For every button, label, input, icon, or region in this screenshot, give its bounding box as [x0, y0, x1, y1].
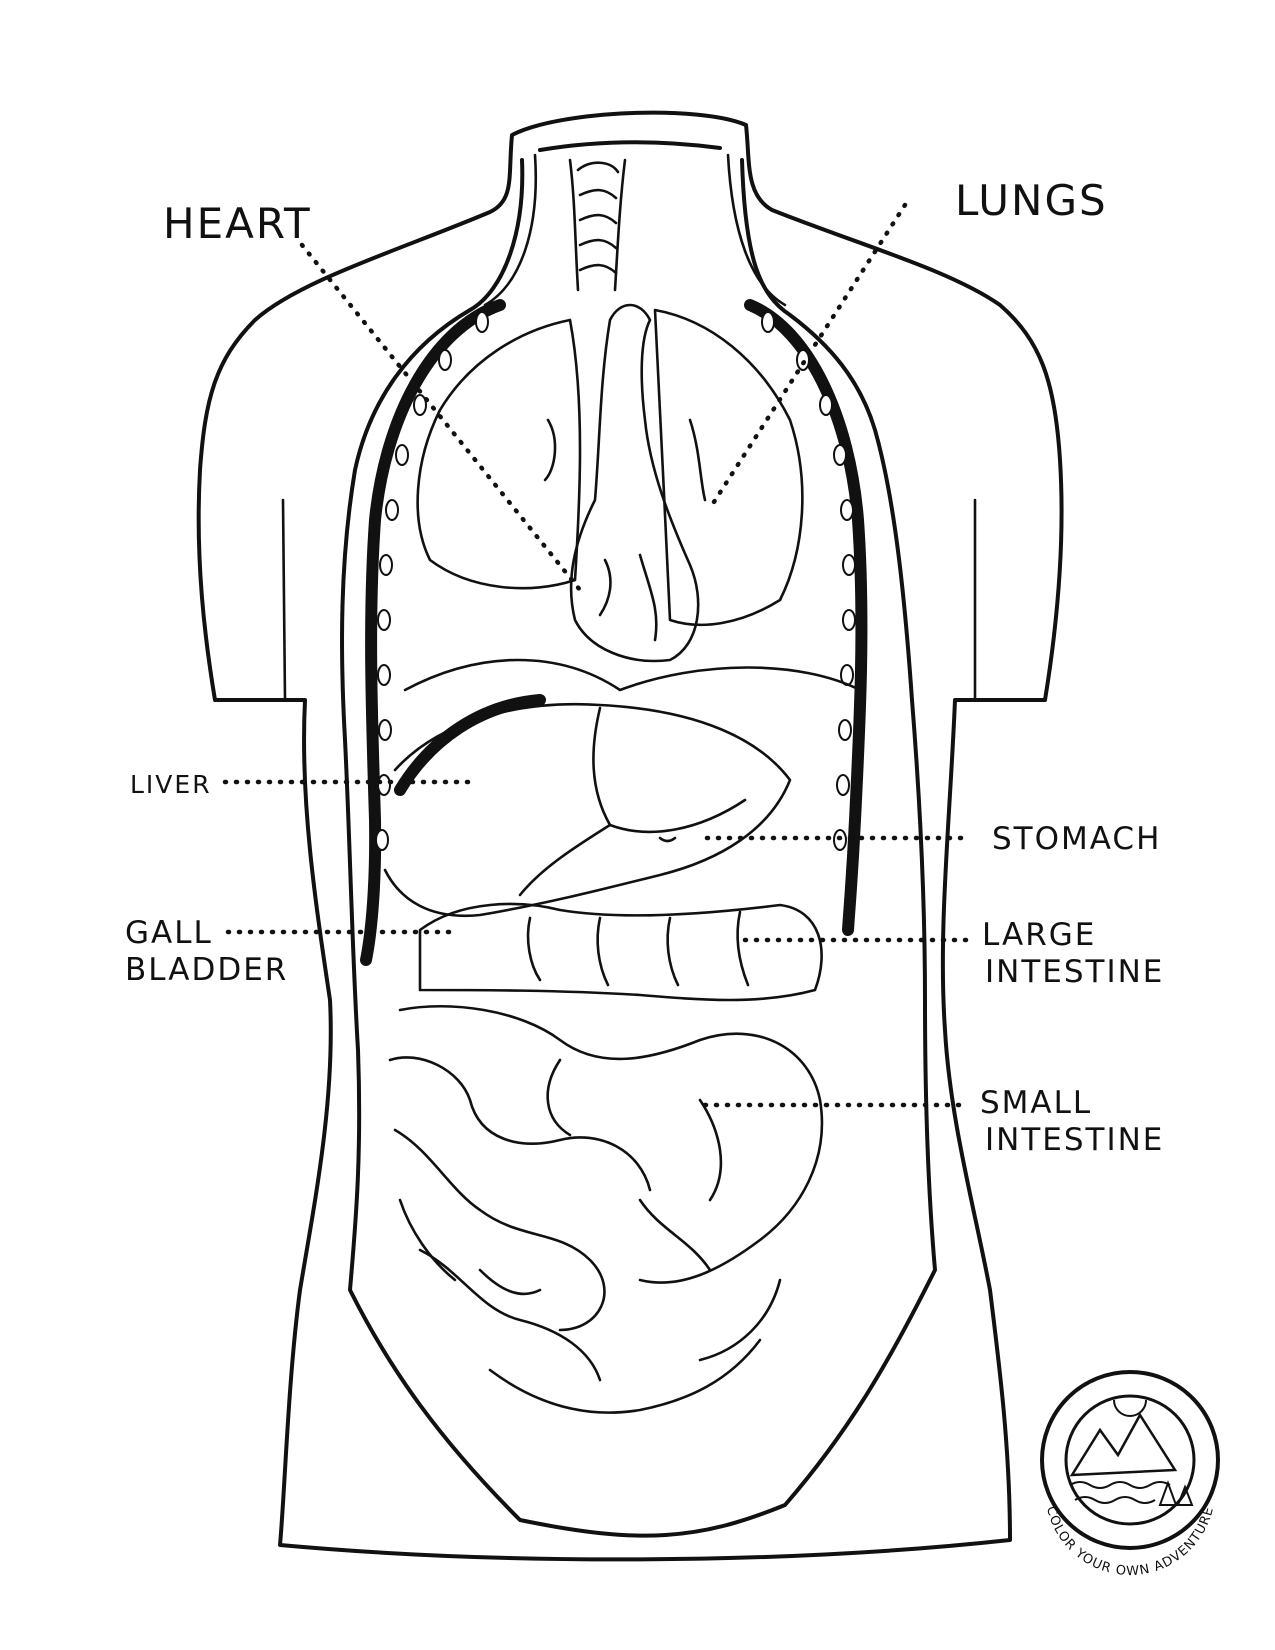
rib-cage: [366, 305, 861, 960]
label-gall-line1: GALL: [125, 915, 213, 951]
diaphragm: [405, 660, 860, 690]
label-heart: HEART: [163, 199, 312, 248]
label-large-line2: INTESTINE: [985, 954, 1164, 990]
label-small-line2: INTESTINE: [985, 1122, 1164, 1158]
small-intestine-illustration: [390, 1006, 822, 1412]
heart-leader: [302, 245, 580, 590]
large-intestine-illustration: [420, 904, 822, 1000]
logo-badge: COLOR YOUR OWN ADVENTURE: [1042, 1372, 1218, 1579]
torso-outline: [199, 113, 1062, 1560]
label-large-line1: LARGE: [982, 917, 1096, 953]
label-gall-line2: BLADDER: [125, 952, 288, 988]
labels: HEART LUNGS LIVER STOMACH GALL BLADDER L…: [125, 176, 1164, 1158]
label-stomach: STOMACH: [992, 821, 1161, 857]
label-lungs: LUNGS: [955, 176, 1108, 225]
heart-illustration: [571, 305, 698, 661]
label-liver: LIVER: [130, 770, 212, 799]
label-small-line1: SMALL: [980, 1085, 1092, 1121]
